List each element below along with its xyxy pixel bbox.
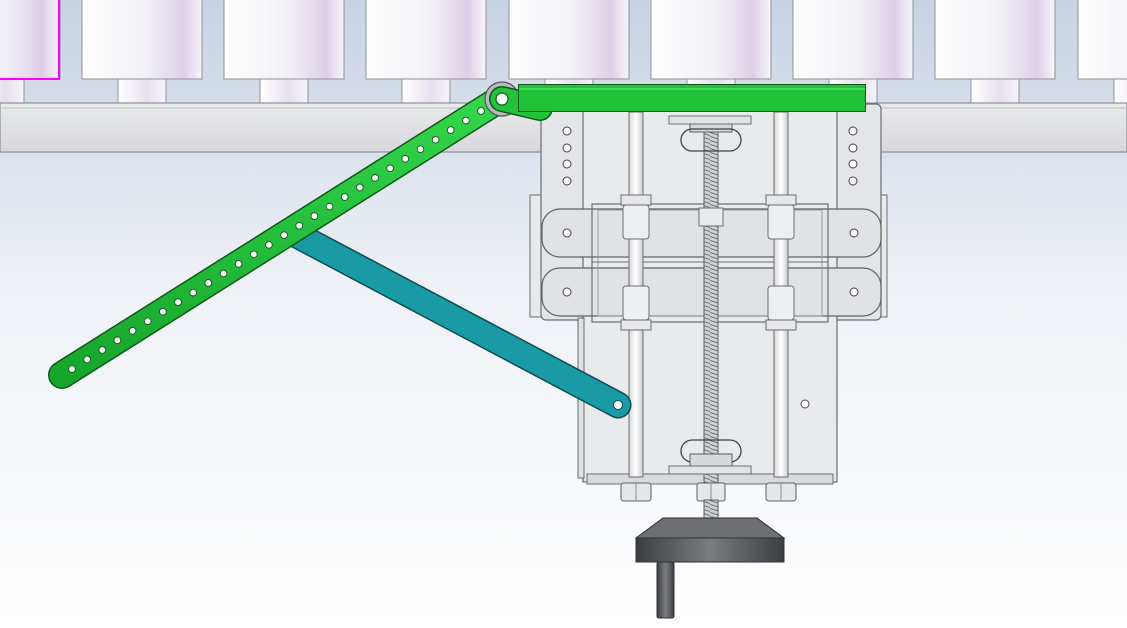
lever-hole [83,355,91,364]
lift-plate-link[interactable] [495,84,866,112]
lever-hole [98,346,107,354]
roller [934,0,1056,105]
lever-hole [219,269,228,278]
lever-hole [128,326,137,335]
lever-hole [265,240,273,249]
frame-hole [562,176,572,186]
frame-hole [848,126,858,136]
roller [792,0,914,105]
lever-hole [204,279,213,287]
lever-hole [371,174,379,182]
selection-outline [0,0,60,80]
lever-hole [159,307,167,316]
guide-rod-right [765,111,797,478]
lever-hole [431,135,440,144]
frame-hole [562,143,572,153]
lever-hole [113,336,122,345]
lever-hole [280,231,288,240]
frame-hole [848,176,858,186]
lever-hole [249,250,258,259]
guide-rod-left [620,111,652,478]
roller [81,0,203,105]
roller [365,0,487,105]
frame-hole [848,143,858,153]
lever-hole [234,260,243,268]
lever-hole [310,212,319,220]
lead-screw [668,115,752,503]
roller [1077,0,1127,105]
frame-side-holes-left [562,126,572,186]
lever-hole [295,221,304,230]
frame-hole [800,399,810,409]
lever-hole [416,145,425,154]
frame-hole [848,159,858,169]
frame-hole [562,126,572,136]
bottom-nut-center [696,482,726,502]
frame-side-holes-right [848,126,858,186]
lever-hole [325,202,334,211]
leveling-foot [634,499,786,619]
lever-hole [189,288,198,297]
lever-hole [477,107,485,115]
lever-hole [355,183,364,192]
roller [0,0,61,105]
lever-hole [401,154,410,163]
lever-hole [462,116,470,125]
lever-hole [386,164,394,173]
lever-hole [340,193,349,201]
lever-hole [68,365,76,373]
bottom-nut-left [620,482,652,502]
bottom-nut-right [765,482,797,502]
lever-hole [174,298,182,306]
frame-hole [562,159,572,169]
lever-hole [143,317,152,326]
lever-hole [446,126,455,134]
